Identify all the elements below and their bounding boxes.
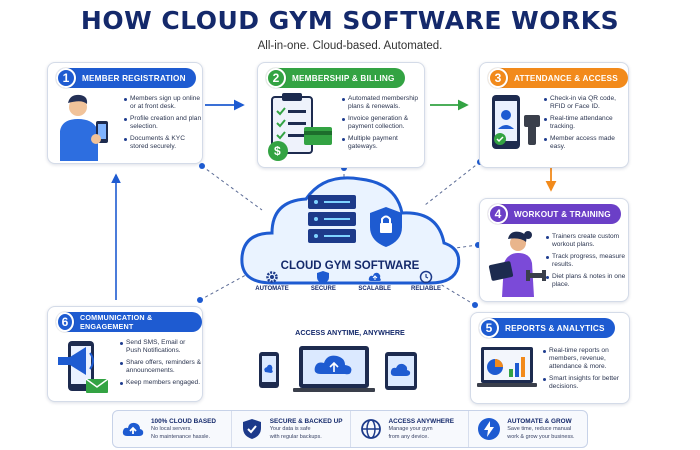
- step-header: 5 REPORTS & ANALYTICS: [479, 318, 615, 338]
- step-card-attendance-access: 3 ATTENDANCE & ACCESS Check-in via QR co…: [479, 62, 629, 168]
- feature-reliable: RELIABLE: [403, 270, 449, 292]
- step-label: MEMBERSHIP & BILLING: [292, 73, 395, 83]
- feature-secure: SECURE: [300, 270, 346, 292]
- feature-label: RELIABLE: [410, 286, 441, 292]
- benefit-desc: Your data is safe: [269, 425, 311, 432]
- cloud-up-icon: [368, 272, 381, 281]
- step-card-workout-training: 4 WORKOUT & TRAINING Trainers create cus…: [479, 198, 629, 302]
- bullet: Real-time attendance tracking.: [544, 115, 628, 131]
- step-label: COMMUNICATION & ENGAGEMENT: [80, 313, 153, 331]
- page-subtitle: All-in-one. Cloud-based. Automated.: [257, 40, 443, 52]
- phone-scanner-icon: [492, 95, 540, 149]
- lightning-icon: [478, 418, 501, 440]
- bullet: Check-in via QR code, RFID or Face ID.: [544, 95, 628, 111]
- benefit-desc: Manage your gym: [388, 425, 433, 432]
- benefit-automate-grow: AUTOMATE & GROW Save time, reduce manual…: [469, 411, 587, 447]
- step-label: REPORTS & ANALYTICS: [505, 323, 605, 333]
- bullet: Profile creation and plan selection.: [124, 115, 202, 131]
- feature-label: SECURE: [310, 286, 336, 292]
- analytics-laptop-icon: [477, 347, 537, 387]
- bullet: Share offers, reminders & announcements.: [120, 359, 202, 375]
- shield-icon: [317, 271, 330, 283]
- clock-refresh-icon: [419, 270, 433, 284]
- shield-check-icon: [242, 419, 261, 439]
- step-number: 6: [56, 312, 74, 332]
- bullet: Keep members engaged.: [120, 379, 202, 387]
- step-card-member-registration: 1 MEMBER REGISTRATION Members sign up on…: [47, 62, 203, 164]
- benefit-title: 100% CLOUD BASED: [151, 417, 216, 425]
- gear-icon: [266, 271, 278, 283]
- benefit-desc: work & grow your business.: [507, 433, 575, 440]
- benefit-desc: No maintenance hassle.: [151, 433, 211, 440]
- step-header: 3 ATTENDANCE & ACCESS: [488, 68, 628, 88]
- bullet: Member access made easy.: [544, 135, 628, 151]
- benefit-desc: with regular backups.: [269, 433, 322, 440]
- step-label: WORKOUT & TRAINING: [514, 209, 611, 219]
- benefit-title: ACCESS ANYWHERE: [388, 417, 454, 425]
- bullet: Documents & KYC stored securely.: [124, 135, 202, 151]
- step-header: 2 MEMBERSHIP & BILLING: [266, 68, 405, 88]
- bullet: Multiple payment gateways.: [342, 135, 424, 151]
- benefit-desc: from any device.: [388, 433, 429, 440]
- cloud-server-icon: [240, 176, 461, 285]
- step-card-reports-analytics: 5 REPORTS & ANALYTICS Real-time reports …: [470, 312, 630, 404]
- feature-row: AUTOMATE SECURE SCALABLE RELIABLE: [249, 270, 449, 292]
- bullet: Smart insights for better decisions.: [543, 375, 629, 391]
- feature-scalable: SCALABLE: [352, 270, 398, 292]
- step-header: 6 COMMUNICATION & ENGAGEMENT: [56, 312, 202, 332]
- person-phone-icon: [60, 94, 108, 161]
- step-card-membership-billing: 2 MEMBERSHIP & BILLING $ Automated membe…: [257, 62, 425, 168]
- page-title: HOW CLOUD GYM SOFTWARE WORKS: [80, 6, 620, 35]
- feature-label: SCALABLE: [358, 286, 391, 292]
- megaphone-phone-icon: [58, 341, 109, 393]
- bullet: Track progress, measure results.: [546, 253, 628, 269]
- step-label: MEMBER REGISTRATION: [82, 73, 186, 83]
- access-title: ACCESS ANYTIME, ANYWHERE: [295, 328, 405, 337]
- devices-icon: [259, 346, 417, 392]
- feature-label: AUTOMATE: [255, 286, 289, 292]
- benefit-desc: Save time, reduce manual: [507, 425, 572, 432]
- benefit-cloud-based: 100% CLOUD BASED No local servers. No ma…: [113, 411, 232, 447]
- feature-automate: AUTOMATE: [249, 270, 295, 292]
- step-number: 3: [488, 68, 508, 88]
- cloud-upload-icon: [122, 422, 144, 436]
- step-number: 1: [56, 68, 76, 88]
- step-card-communication-engagement: 6 COMMUNICATION & ENGAGEMENT Send SMS, E…: [47, 306, 203, 402]
- central-cloud: CLOUD GYM SOFTWARE: [232, 165, 468, 305]
- benefit-title: SECURE & BACKED UP: [269, 417, 343, 425]
- bullet: Real-time reports on members, revenue, a…: [543, 347, 629, 371]
- step-number: 4: [488, 204, 508, 224]
- benefit-access-anywhere: ACCESS ANYWHERE Manage your gym from any…: [351, 411, 470, 447]
- benefit-secure-backed-up: SECURE & BACKED UP Your data is safe wit…: [232, 411, 351, 447]
- benefit-title: AUTOMATE & GROW: [507, 417, 572, 425]
- bullet: Diet plans & notes in one place.: [546, 273, 628, 289]
- svg-text:$: $: [274, 144, 281, 158]
- clipboard-billing-icon: $: [268, 93, 332, 161]
- bullet: Members sign up online or at front desk.: [124, 95, 202, 111]
- trainer-tablet-icon: [488, 231, 546, 297]
- bullet: Invoice generation & payment collection.: [342, 115, 424, 131]
- step-header: 1 MEMBER REGISTRATION: [56, 68, 196, 88]
- bullet: Automated membership plans & renewals.: [342, 95, 424, 111]
- cloud-title: CLOUD GYM SOFTWARE: [280, 260, 420, 272]
- benefits-bar: 100% CLOUD BASED No local servers. No ma…: [112, 410, 588, 448]
- bullet: Send SMS, Email or Push Notifications.: [120, 339, 202, 355]
- step-header: 4 WORKOUT & TRAINING: [488, 204, 621, 224]
- globe-icon: [360, 419, 381, 439]
- step-number: 5: [479, 318, 499, 338]
- bullet: Trainers create custom workout plans.: [546, 233, 628, 249]
- benefit-desc: No local servers.: [151, 425, 192, 432]
- step-label: ATTENDANCE & ACCESS: [514, 73, 618, 83]
- step-number: 2: [266, 68, 286, 88]
